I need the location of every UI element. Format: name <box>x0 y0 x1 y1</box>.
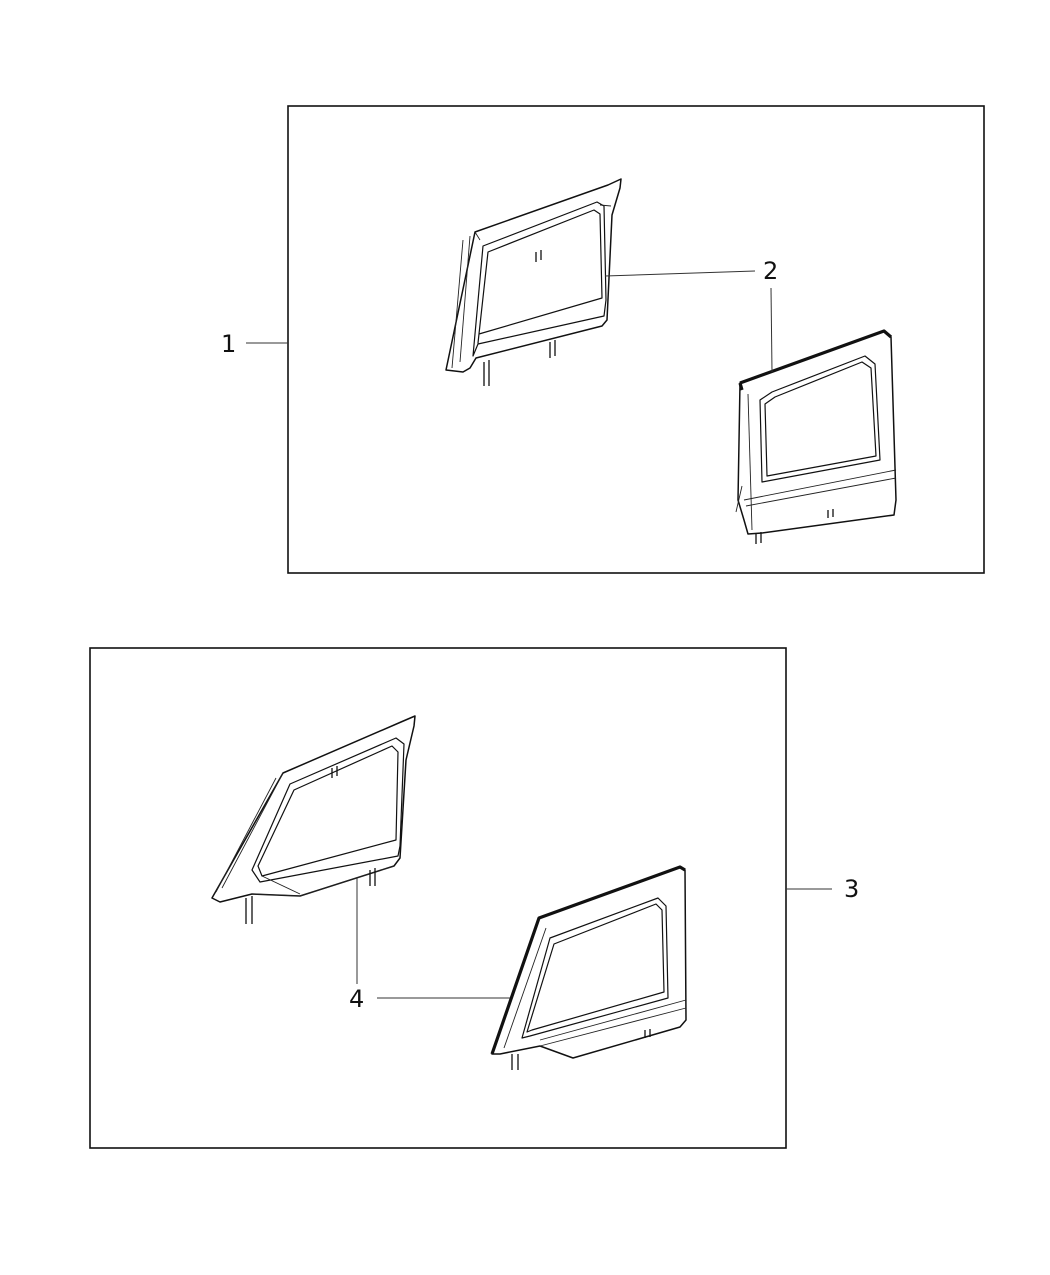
assembly-group-3: 3 4 <box>89 647 859 1149</box>
front-half-door-frame-inner <box>445 178 622 386</box>
group-1-frame <box>287 105 985 574</box>
assembly-group-1: 1 2 <box>221 105 985 574</box>
leader-line-2a <box>604 270 756 277</box>
callout-2: 2 <box>763 257 778 285</box>
front-half-door-frame-outer <box>735 329 897 544</box>
group-3-frame <box>89 647 787 1149</box>
leader-line-2b <box>770 287 773 373</box>
callout-1: 1 <box>221 330 236 358</box>
rear-half-door-frame-outer <box>490 865 687 1070</box>
callout-4: 4 <box>349 985 364 1013</box>
rear-half-door-frame-inner <box>211 715 416 924</box>
callout-3: 3 <box>844 875 859 903</box>
